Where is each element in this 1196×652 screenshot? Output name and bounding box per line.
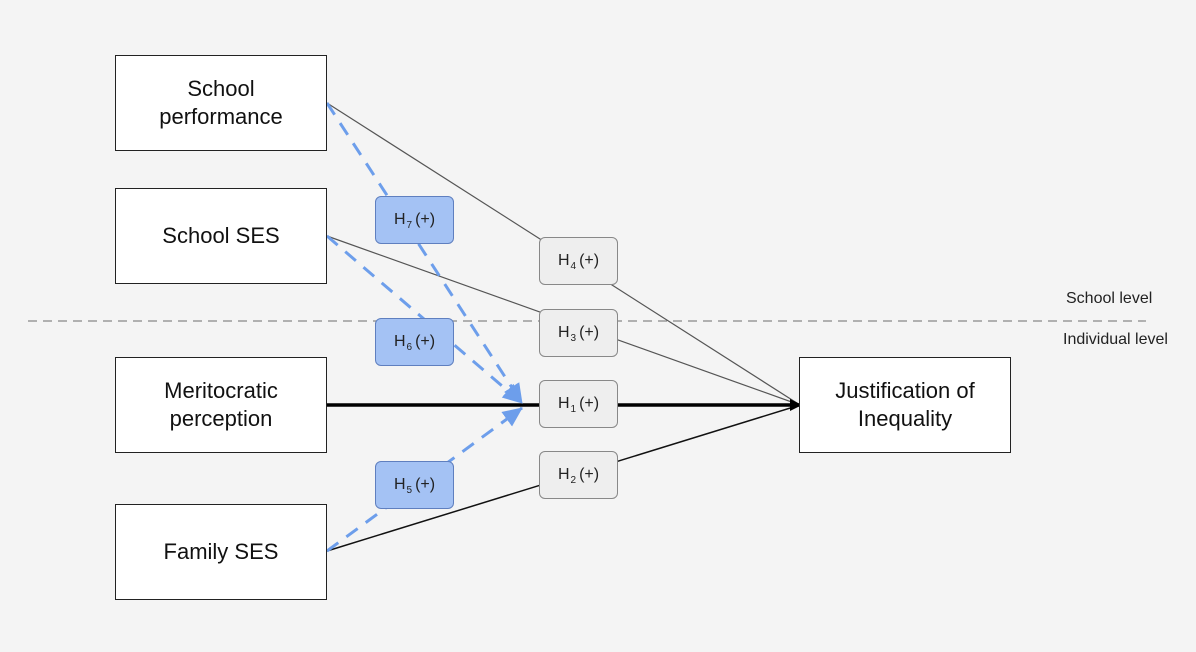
meritocratic-perception-box: Meritocratic perception xyxy=(115,357,327,453)
school-level-label: School level xyxy=(1066,290,1153,307)
school-ses-box: School SES xyxy=(115,188,327,284)
h3-letter: H xyxy=(557,324,570,341)
h4-index: 4 xyxy=(570,260,577,272)
h2-sign: (+) xyxy=(579,466,600,483)
h2-index: 2 xyxy=(570,474,577,486)
h4-sign: (+) xyxy=(579,252,600,269)
h4-letter: H xyxy=(557,252,570,269)
h1-index: 1 xyxy=(570,403,577,415)
h5-sign: (+) xyxy=(415,476,436,493)
h3-index: 3 xyxy=(570,332,577,344)
h1-sign: (+) xyxy=(579,395,600,412)
moderation-arrow-school-performance xyxy=(325,102,524,404)
school-performance-label-line2: performance xyxy=(159,104,283,129)
h5-letter: H xyxy=(393,476,406,493)
h6-index: 6 xyxy=(406,341,413,353)
family-ses-box: Family SES xyxy=(115,504,327,600)
h7-sign: (+) xyxy=(415,211,436,228)
h3-sign: (+) xyxy=(579,324,600,341)
family-ses-label: Family SES xyxy=(163,539,279,564)
h7-letter: H xyxy=(393,211,406,228)
h1-letter: H xyxy=(557,395,570,412)
individual-level-label: Individual level xyxy=(1063,331,1168,348)
school-ses-label: School SES xyxy=(162,223,280,248)
h6-letter: H xyxy=(393,333,406,350)
h6-sign: (+) xyxy=(415,333,436,350)
justification-of-inequality-box: Justification of Inequality xyxy=(799,357,1011,453)
meritocratic-perception-label-line1: Meritocratic xyxy=(164,378,278,403)
meritocratic-perception-label-line2: perception xyxy=(169,406,273,431)
h2-letter: H xyxy=(557,466,570,483)
justification-label-line1: Justification of xyxy=(835,378,975,403)
school-performance-box: School performance xyxy=(115,55,327,151)
justification-label-line2: Inequality xyxy=(857,406,953,431)
h7-index: 7 xyxy=(406,219,413,231)
h5-index: 5 xyxy=(406,484,413,496)
school-performance-label-line1: School xyxy=(187,76,255,101)
